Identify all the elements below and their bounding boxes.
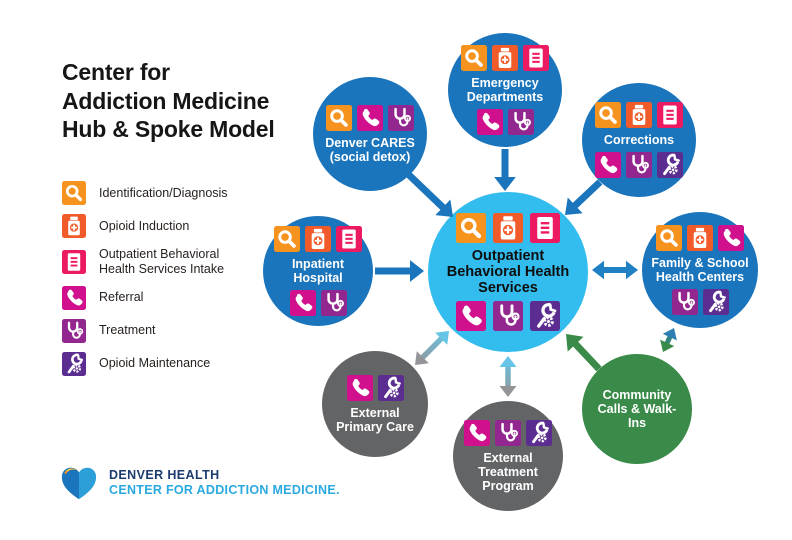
node-label: Emergency Departments [466,76,544,104]
pill-bottle-icon [493,212,523,243]
node-label: Corrections [603,133,675,147]
node-denver-cares: Denver CARES (social detox) [313,77,427,191]
legend-item: Outpatient Behavioral Health Services In… [62,247,251,277]
node-label: Denver CARES (social detox) [325,135,415,164]
wrench-icon [530,301,560,332]
node-emergency-departments: Emergency Departments [448,33,562,147]
node-label: Family & School Health Centers [651,256,749,284]
logo-line-center-for-addiction-medicine: CENTER FOR ADDICTION MEDICINE. [109,483,340,497]
wrench-icon [62,351,86,376]
stethoscope-icon [388,104,414,131]
legend-item: Treatment [62,318,251,343]
search-icon [326,104,352,131]
clipboard-icon [657,102,683,128]
node-external-primary-care: External Primary Care [322,351,428,457]
stethoscope-icon [626,152,652,178]
legend-item: Opioid Maintenance [62,351,251,376]
wrench-icon [526,419,552,446]
phone-icon [464,419,490,446]
stethoscope-icon [320,290,347,316]
phone-icon [456,301,486,332]
pill-bottle-icon [626,102,652,128]
arrow-community-to-hub [566,334,602,372]
node-label: External Treatment Program [478,450,538,493]
page-title: Center for Addiction Medicine Hub & Spok… [62,59,275,143]
node-outpatient-behavioral-health-services-hub: Outpatient Behavioral Health Services [428,192,588,352]
wrench-icon [657,152,683,178]
clipboard-icon [336,226,362,252]
legend-item: Referral [62,285,251,310]
denver-health-logo: DENVER HEALTH CENTER FOR ADDICTION MEDIC… [58,464,340,502]
pill-bottle-icon [62,214,86,238]
clipboard-icon [523,45,549,71]
node-label: Community Calls & Walk-Ins [597,388,677,430]
node-community-calls-walk-ins: Community Calls & Walk-Ins [582,354,692,464]
legend: Identification/Diagnosis Opioid Inductio… [62,181,251,376]
arrow-denver-cares-to-hub [406,172,453,217]
pill-bottle-icon [492,45,518,71]
clipboard-icon [530,212,560,243]
node-corrections: Corrections [582,83,696,197]
search-icon [62,181,86,205]
node-label: External Primary Care [336,405,414,434]
phone-icon [476,109,503,135]
stethoscope-icon [62,318,86,343]
node-label: Outpatient Behavioral Health Services [446,247,570,297]
arrow-corrections-to-hub [565,179,603,215]
legend-item: Opioid Induction [62,214,251,238]
arrow-emergency-to-hub [494,149,516,191]
search-icon [274,226,300,252]
arrow-hub-external-treatment-two-way [499,356,517,397]
phone-icon [357,104,383,131]
search-icon [456,212,486,243]
pill-bottle-icon [687,225,713,251]
stethoscope-icon [493,301,523,332]
node-external-treatment-program: External Treatment Program [453,401,563,511]
legend-item-label: Identification/Diagnosis [99,185,228,200]
search-icon [461,45,487,71]
logo-line-denver-health: DENVER HEALTH [109,468,220,483]
wrench-icon [377,374,404,401]
arrow-hub-family-two-way [592,260,638,280]
node-inpatient-hospital: Inpatient Hospital [263,216,373,326]
legend-item: Identification/Diagnosis [62,181,251,205]
phone-icon [289,290,316,316]
node-label: Inpatient Hospital [291,257,345,285]
legend-item-label: Treatment [99,323,156,338]
phone-icon [346,374,373,401]
phone-icon [595,152,621,178]
search-icon [595,102,621,128]
stethoscope-icon [671,289,698,315]
phone-icon [62,285,86,310]
pill-bottle-icon [305,226,331,252]
arrow-inpatient-to-hub [375,260,424,282]
stethoscope-icon [495,419,521,446]
phone-icon [718,225,744,251]
legend-item-label: Outpatient Behavioral Health Services In… [99,247,225,276]
legend-item-label: Referral [99,290,144,305]
arrow-community-family-two-way [660,328,677,352]
clipboard-icon [62,249,86,274]
heart-logo-icon [58,464,100,502]
wrench-icon [702,289,729,315]
search-icon [656,225,682,251]
arrow-hub-external-primary-two-way [415,331,449,365]
legend-item-label: Opioid Maintenance [99,356,211,371]
node-family-school-health-centers: Family & School Health Centers [642,212,758,328]
stethoscope-icon [507,109,534,135]
legend-item-label: Opioid Induction [99,218,190,233]
